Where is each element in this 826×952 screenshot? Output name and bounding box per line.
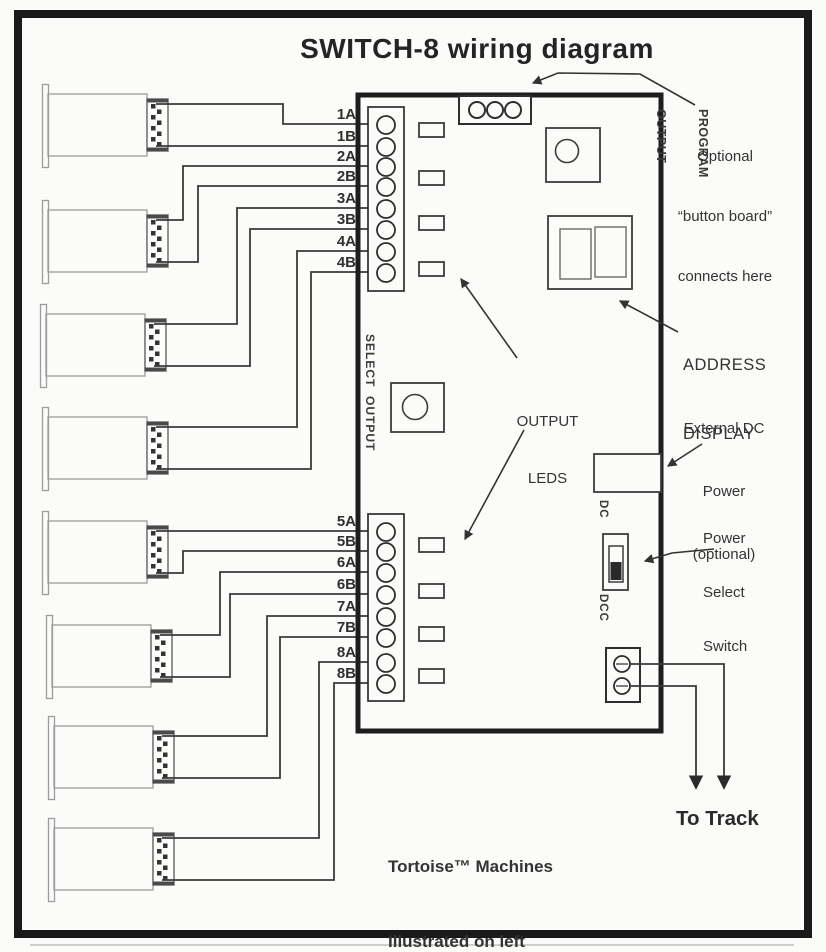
tortoise-machine-6 xyxy=(45,614,173,700)
track-terminal-block xyxy=(605,647,641,703)
button-board-note-line3: connects here xyxy=(677,268,773,285)
tortoise-machine-7 xyxy=(47,715,175,801)
button-board-connector xyxy=(458,95,532,125)
terminal-label-1a: 1A xyxy=(336,106,356,123)
program-output-line2: OUTPUT xyxy=(654,109,668,164)
scan-edge-line xyxy=(30,944,794,946)
terminal-label-4b: 4B xyxy=(336,254,356,271)
button-board-note: Optional “button board” connects here xyxy=(658,107,792,327)
output-leds-arrow-up xyxy=(460,277,518,359)
tortoise-machine-3 xyxy=(39,303,167,389)
terminal-label-4a: 4A xyxy=(336,233,356,250)
output-leds-note-line2: LEDS xyxy=(527,470,568,487)
select-output-label: SELECT OUTPUT xyxy=(363,334,377,452)
address-display-note-line1: ADDRESS xyxy=(683,356,767,374)
program-output-label: PROGRAM OUTPUT xyxy=(626,109,738,219)
to-track-label: To Track xyxy=(676,807,759,830)
terminal-label-6a: 6A xyxy=(336,554,356,571)
terminal-label-3a: 3A xyxy=(336,190,356,207)
tortoise-machine-2 xyxy=(41,199,169,285)
terminal-label-5a: 5A xyxy=(336,513,356,530)
terminal-label-3b: 3B xyxy=(336,211,356,228)
terminal-strip-bottom xyxy=(367,513,405,702)
terminal-label-6b: 6B xyxy=(336,576,356,593)
select-output-button xyxy=(390,382,445,433)
output-leds-bottom xyxy=(418,537,445,684)
machine-wires xyxy=(154,103,386,881)
address-display xyxy=(547,215,633,290)
external-dc-note-line3: (optional) xyxy=(692,546,756,563)
terminal-label-7b: 7B xyxy=(336,619,356,636)
dcc-label: DCC xyxy=(597,594,609,622)
tortoise-machines xyxy=(39,83,175,903)
external-dc-arrow xyxy=(666,443,703,467)
terminal-label-2b: 2B xyxy=(336,168,356,185)
terminal-label-7a: 7A xyxy=(336,598,356,615)
tortoise-machine-1 xyxy=(41,83,169,169)
power-select-note-line3: Switch xyxy=(703,638,748,655)
address-display-arrow xyxy=(618,300,679,333)
tortoise-note: Tortoise™ Machines Illustrated on left xyxy=(388,804,553,952)
terminal-label-8a: 8A xyxy=(336,644,356,661)
diagram-title: SWITCH-8 wiring diagram xyxy=(300,33,654,64)
terminal-strip-top xyxy=(367,106,405,292)
annotation-arrows xyxy=(460,72,715,564)
terminal-label-8b: 8B xyxy=(336,665,356,682)
power-select-arrow xyxy=(643,548,715,564)
external-dc-note-line2: Power xyxy=(702,483,746,500)
program-output-line1: PROGRAM xyxy=(696,109,710,178)
dc-label: DC xyxy=(597,500,609,519)
output-leds-note: OUTPUT LEDS xyxy=(500,374,595,526)
terminal-label-2a: 2A xyxy=(336,148,356,165)
output-leds-note-line1: OUTPUT xyxy=(516,413,579,430)
external-dc-jack xyxy=(593,453,662,493)
button-board-arrow xyxy=(531,72,696,106)
address-display-note-line2: DISPLAY xyxy=(683,425,755,443)
external-dc-note: External DC Power (optional) xyxy=(662,376,786,607)
button-board-note-line1: Optional xyxy=(697,148,753,165)
tortoise-note-line1: Tortoise™ Machines xyxy=(388,857,553,876)
terminal-label-1b: 1B xyxy=(336,128,356,145)
output-leds-arrow-down xyxy=(464,429,525,541)
track-wires xyxy=(630,663,732,790)
power-select-note-line2: Select xyxy=(703,584,745,601)
power-select-note-line1: Power xyxy=(703,530,746,547)
external-dc-note-line1: External DC xyxy=(683,420,765,437)
power-select-switch xyxy=(602,533,629,591)
terminal-label-5b: 5B xyxy=(336,533,356,550)
power-select-note: Power Select Switch xyxy=(703,494,747,692)
tortoise-machine-5 xyxy=(41,510,169,596)
program-output-button xyxy=(545,127,601,183)
tortoise-machine-8 xyxy=(47,817,175,903)
button-board-note-line2: “button board” xyxy=(677,208,773,225)
output-leds-top xyxy=(418,122,445,277)
tortoise-note-line2: Illustrated on left xyxy=(388,932,525,951)
address-display-note: ADDRESS DISPLAY xyxy=(683,308,766,492)
tortoise-machine-4 xyxy=(41,406,169,492)
